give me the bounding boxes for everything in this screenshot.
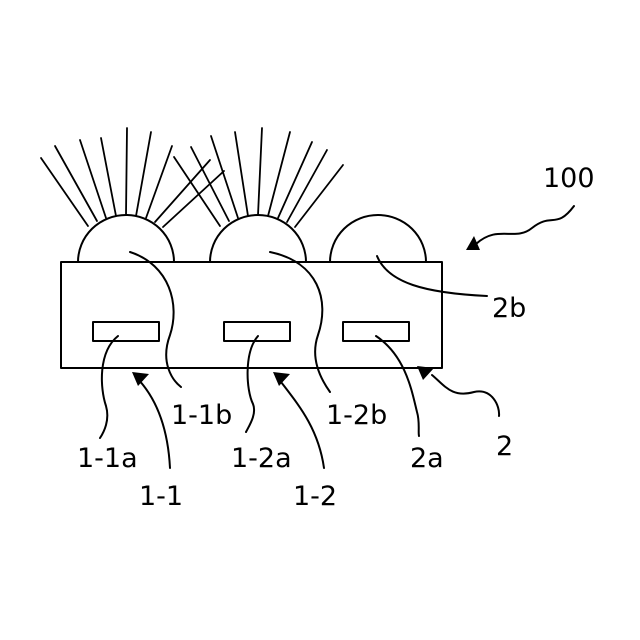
label-lens-2b: 2b (492, 293, 526, 324)
label-package-2: 2 (496, 431, 513, 462)
lens-dome-emitter-2 (210, 215, 306, 262)
label-emitter-2-chip: 1-2a (231, 443, 292, 474)
label-chip-2a: 2a (410, 443, 444, 474)
label-emitter-1: 1-1 (139, 481, 183, 512)
label-emitter-1-chip: 1-1a (77, 443, 138, 474)
chip-emitter-1 (93, 322, 159, 341)
label-emitter-2-lens: 1-2b (326, 400, 387, 431)
label-emitter-2: 1-2 (293, 481, 337, 512)
lens-dome-emitter-1 (78, 215, 174, 262)
label-device-100: 100 (543, 163, 595, 194)
light-rays-emitter-2 (174, 128, 343, 227)
lens-dome-clear (330, 215, 426, 262)
package-body (61, 262, 442, 368)
label-emitter-1-lens: 1-1b (171, 400, 232, 431)
light-rays-emitter-1 (41, 128, 224, 227)
chip-clear (343, 322, 409, 341)
